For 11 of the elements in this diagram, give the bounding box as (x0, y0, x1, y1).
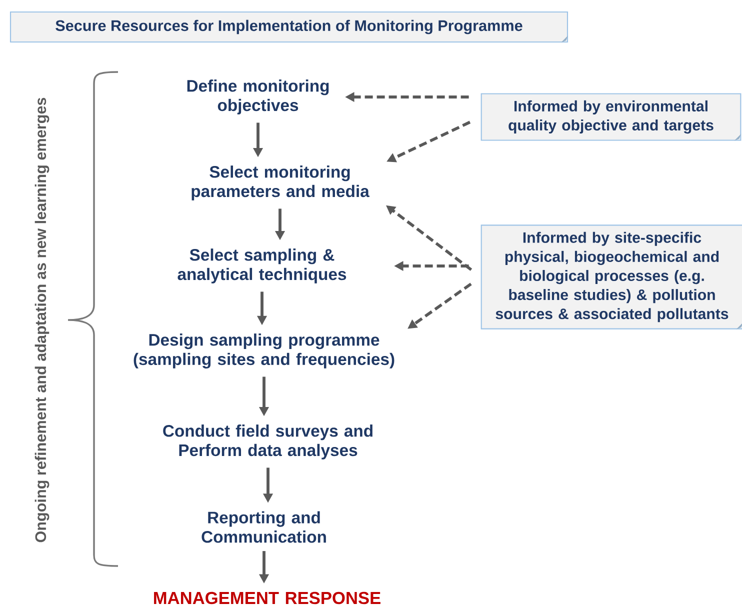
step-text: Select monitoring parameters and media (192, 166, 370, 200)
side-label: Ongoing refinement and adaptation as new learning emerges (34, 98, 50, 542)
banner-box: Secure Resources for Implementation of Monitoring Programme (10, 11, 568, 43)
step-text: Design sampling programme (sampling sites and frequencies) (134, 334, 394, 368)
step-text: Conduct field surveys and Perform data analyses (163, 424, 372, 460)
response-text: MANAGEMENT RESPONSE (154, 592, 380, 604)
note-box: Informed by site-specific physical, biogeochemical and biological processes (e.g. baseline studies) & pollution sources & associated pollutants (480, 224, 742, 330)
step-text: Reporting and Communication (202, 511, 326, 543)
note-box: Informed by environmental quality objective and targets (480, 93, 742, 141)
step-text: Select sampling & analytical techniques (178, 248, 346, 284)
step-text: Define monitoring objectives (187, 80, 329, 114)
